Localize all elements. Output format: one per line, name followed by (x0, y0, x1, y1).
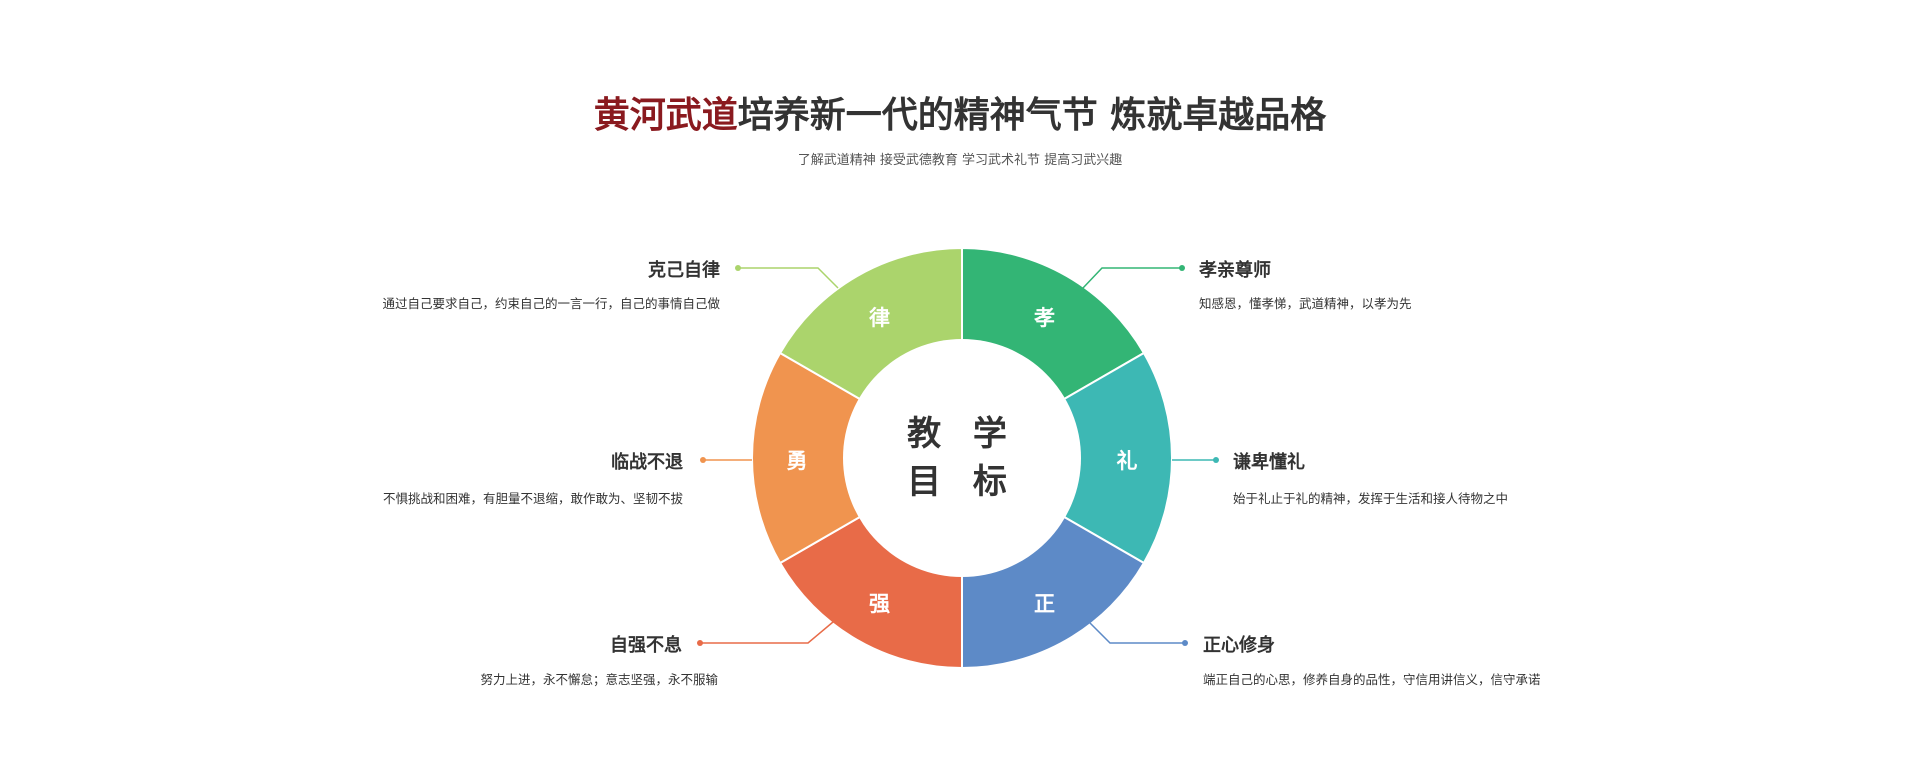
goal-desc-lv: 通过自己要求自己，约束自己的一言一行，自己的事情自己做 (382, 296, 720, 311)
connector-line-xiao (1082, 267, 1182, 289)
title-rest: 培养新一代的精神气节 炼就卓越品格 (737, 95, 1327, 136)
connector-line-lv (738, 267, 839, 289)
ring-segment-label: 孝 (1034, 306, 1055, 331)
connector-dot-li (1213, 457, 1219, 463)
connector-dot-xiao (1179, 265, 1185, 271)
ring-center-hole (843, 339, 1081, 577)
goal-desc-li: 始于礼止于礼的精神，发挥于生活和接人待物之中 (1233, 491, 1509, 506)
ring-segment-label: 礼 (1116, 449, 1138, 473)
goal-desc-zheng: 端正自己的心思，修养自身的品性，守信用讲信义，信守承诺 (1203, 672, 1541, 687)
connector-dot-yong (700, 457, 706, 463)
ring-segment-label: 强 (869, 591, 890, 616)
ring-segment-label: 律 (869, 306, 890, 331)
connector-line-zheng (1089, 622, 1185, 644)
goal-heading-yong: 临战不退 (611, 452, 683, 473)
goal-heading-xiao: 孝亲尊师 (1199, 260, 1271, 281)
connector-line-qiang (700, 621, 834, 644)
ring-segment-label: 勇 (786, 449, 808, 473)
goal-desc-xiao: 知感恩，懂孝悌，武道精神，以孝为先 (1199, 296, 1412, 311)
goal-heading-qiang: 自强不息 (610, 635, 682, 656)
page-subtitle: 了解武道精神 接受武德教育 学习武术礼节 提高习武兴趣 (797, 153, 1123, 168)
connector-dot-qiang (697, 640, 703, 646)
goal-desc-qiang: 努力上进，永不懈怠；意志坚强，永不服输 (480, 672, 718, 687)
page-title: 黄河武道培养新一代的精神气节 炼就卓越品格 (0, 86, 1920, 138)
goal-heading-zheng: 正心修身 (1203, 635, 1275, 656)
center-label: 教 学 目 标 (902, 410, 1022, 506)
goal-desc-yong: 不惧挑战和困难，有胆量不退缩，敢作敢为、坚韧不拔 (382, 491, 683, 506)
title-highlight: 黄河武道 (593, 95, 738, 136)
center-label-line2: 目 标 (907, 462, 1017, 502)
ring-segment-label: 正 (1034, 591, 1055, 616)
connector-dot-zheng (1182, 640, 1188, 646)
goal-heading-li: 谦卑懂礼 (1233, 452, 1305, 473)
center-label-line1: 教 学 (907, 414, 1017, 454)
goal-heading-lv: 克己自律 (648, 260, 720, 281)
connector-dot-lv (735, 265, 741, 271)
